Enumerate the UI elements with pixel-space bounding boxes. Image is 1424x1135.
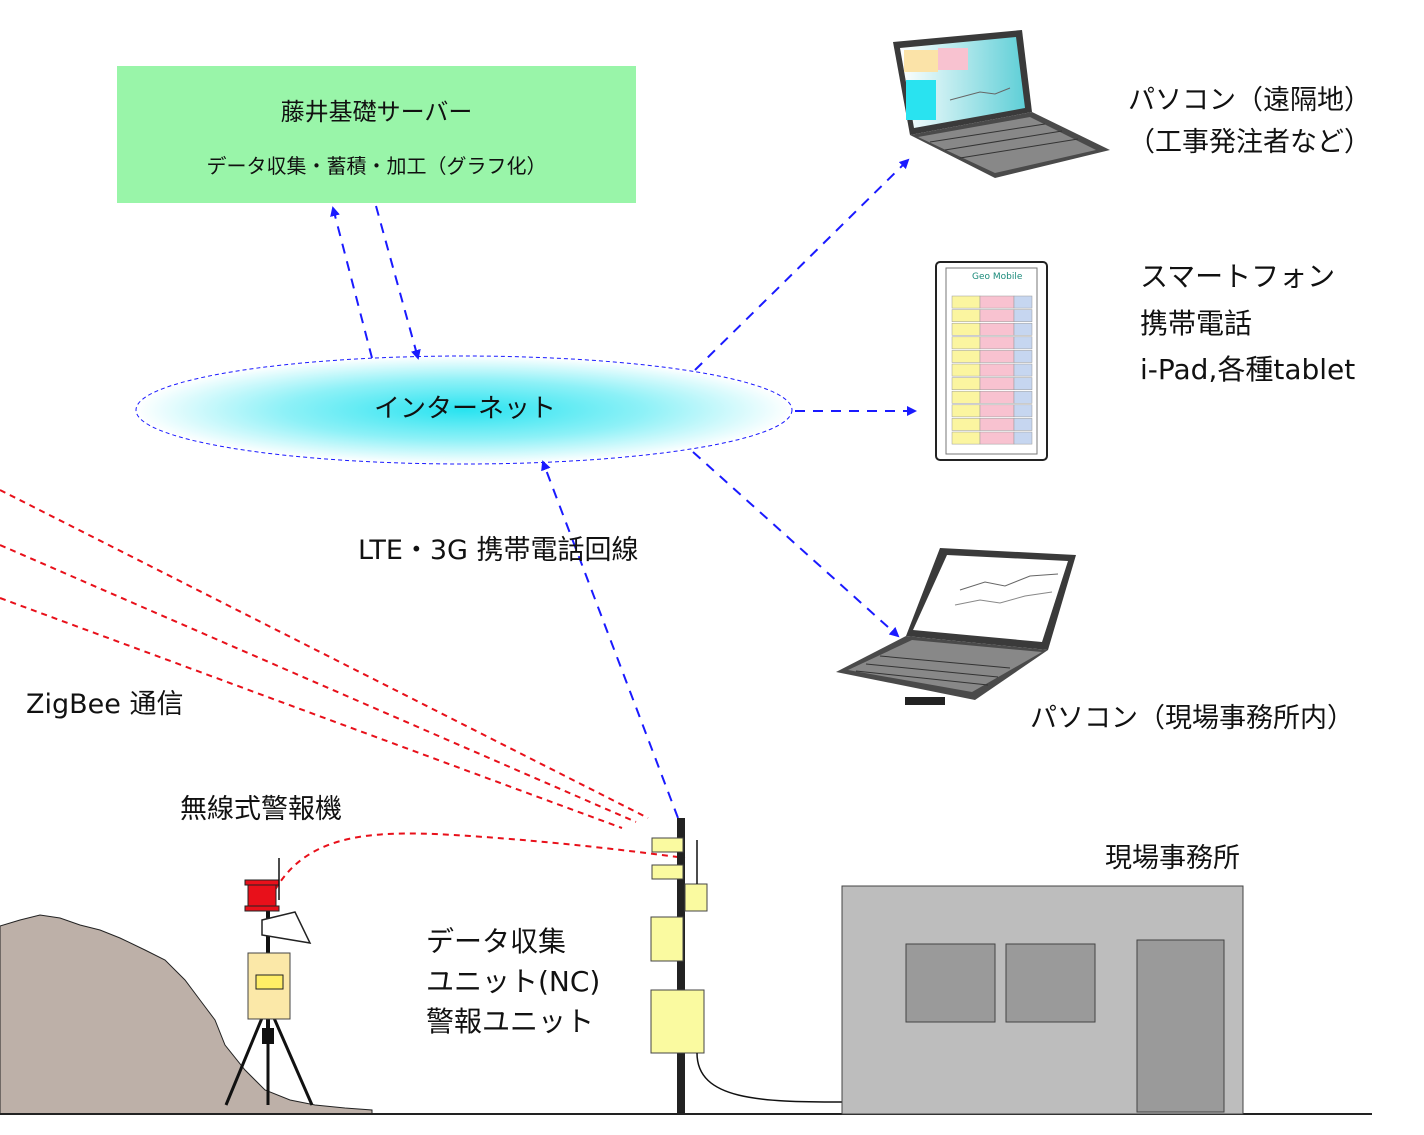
mobile-label-line1: スマートフォン	[1140, 260, 1336, 293]
phone-screen-cell	[951, 350, 981, 363]
phone-screen-cell	[1013, 404, 1033, 418]
internet-cloud	[135, 355, 793, 465]
phone-screen-header: Geo Mobile	[972, 272, 1023, 282]
phone-screen-cell	[1013, 390, 1033, 404]
phone-screen-cell	[951, 418, 981, 431]
mobile-label-line3: i-Pad,各種tablet	[1140, 353, 1356, 386]
phone-screen-cell	[979, 309, 1015, 322]
phone-screen-cell	[951, 404, 981, 418]
phone-screen-cell	[1013, 336, 1033, 350]
ground-slope	[0, 914, 373, 1115]
nc-unit-label-line3: 警報ユニット	[426, 1005, 595, 1038]
phone-screen-cell	[979, 336, 1015, 350]
phone-screen-cell	[979, 322, 1015, 336]
phone-screen-cell	[1013, 431, 1033, 445]
remote-laptop-icon	[893, 30, 1110, 178]
phone-screen-cell	[951, 309, 981, 322]
remote-pc-label-line1: パソコン（遠隔地）	[1128, 85, 1371, 116]
phone-screen-cell	[1013, 418, 1033, 431]
site-laptop-icon	[836, 548, 1076, 705]
phone-screen-cell	[1013, 322, 1033, 336]
phone-screen-cell	[951, 363, 981, 377]
internet-label: インターネット	[373, 394, 556, 424]
site-pc-label: パソコン（現場事務所内）	[1030, 703, 1354, 734]
zigbee-links	[0, 489, 686, 891]
phone-screen-cell	[951, 390, 981, 404]
phone-screen-cell	[951, 431, 981, 445]
phone-screen-cell	[979, 431, 1015, 445]
phone-screen-cell	[951, 322, 981, 336]
wireless-alarm-device	[224, 858, 314, 1106]
phone-screen-cell	[1013, 295, 1033, 309]
data-link-arrows	[330, 158, 917, 819]
arrow-nc-to-internet	[541, 460, 679, 819]
phone-screen-cell	[979, 377, 1015, 390]
server-subtitle: データ収集・蓄積・加工（グラフ化）	[206, 154, 547, 178]
arrow-server-to-internet	[375, 205, 421, 360]
cell-link-label: LTE・3G 携帯電話回線	[358, 535, 639, 566]
phone-screen-cell	[951, 336, 981, 350]
alarm-label: 無線式警報機	[180, 794, 342, 825]
phone-screen-cell	[979, 390, 1015, 404]
smartphone-icon	[935, 261, 1048, 461]
arrow-internet-to-remote-pc	[694, 158, 910, 371]
nc-unit-label-line1: データ収集	[426, 925, 567, 958]
arrow-internet-to-server	[330, 206, 373, 359]
mobile-label-line2: 携帯電話	[1140, 307, 1253, 340]
office-label: 現場事務所	[1105, 843, 1240, 874]
phone-screen-cell	[979, 295, 1015, 309]
phone-screen-cell	[979, 404, 1015, 418]
data-collection-pole	[650, 818, 843, 1114]
phone-screen-cell	[951, 377, 981, 390]
phone-screen-cell	[1013, 377, 1033, 390]
nc-unit-label-line2: ユニット(NC)	[426, 965, 601, 998]
phone-screen-cell	[979, 350, 1015, 363]
server-box: 藤井基礎サーバー データ収集・蓄積・加工（グラフ化）	[117, 66, 636, 203]
zigbee-label: ZigBee 通信	[26, 689, 184, 720]
server-title: 藤井基礎サーバー	[280, 98, 473, 126]
phone-screen-cell	[979, 363, 1015, 377]
zigbee-alarm-link	[274, 832, 686, 891]
phone-screen-cell	[1013, 363, 1033, 377]
phone-screen-cell	[1013, 309, 1033, 322]
phone-screen-cell	[979, 418, 1015, 431]
site-office-building	[841, 885, 1244, 1115]
phone-screen-cell	[951, 295, 981, 309]
remote-pc-label-line2: （工事発注者など）	[1128, 127, 1371, 158]
arrow-internet-to-site-pc	[692, 451, 900, 638]
phone-screen-cell	[1013, 350, 1033, 363]
